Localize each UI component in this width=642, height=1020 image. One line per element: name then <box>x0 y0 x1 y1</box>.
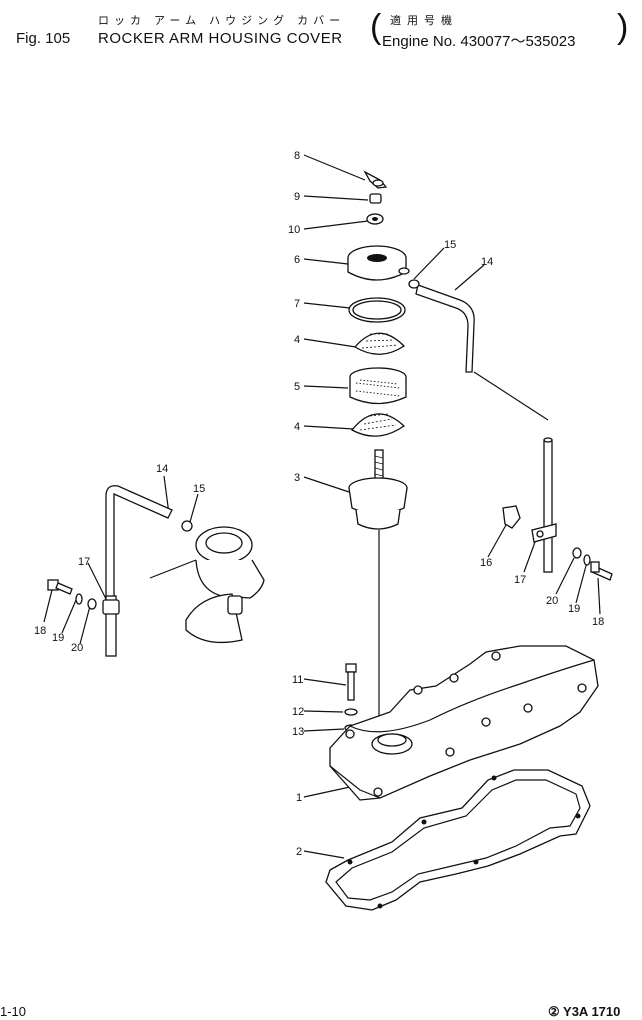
washer-part-12 <box>344 708 358 716</box>
bolt-part-18-left <box>47 579 73 595</box>
page-number: 1-10 <box>0 1004 27 1019</box>
callout-4-upper: 4 <box>294 334 300 346</box>
callout-10: 10 <box>288 224 300 236</box>
clamp-part-17-right <box>531 523 557 543</box>
bolt-part-18-right <box>590 561 613 581</box>
cover-gasket-part-2 <box>325 769 591 911</box>
figure-number: Fig. 105 <box>16 30 71 47</box>
gasket-ring-part-7 <box>348 297 406 323</box>
wing-nut-part-8 <box>363 170 388 189</box>
washer-part-19-right <box>583 554 591 566</box>
callout-19-right: 19 <box>568 603 580 615</box>
clamp-part-15-left <box>181 520 193 532</box>
callout-20-right: 20 <box>546 595 558 607</box>
callout-6: 6 <box>294 254 300 266</box>
clamp-part-17-left <box>102 599 120 615</box>
drawing-code: ② Y3A 1710 <box>548 1004 621 1019</box>
japanese-title: ロッカ アーム ハウジング カバー <box>98 15 346 27</box>
screen-element-part-4-lower <box>351 413 406 437</box>
callout-20-left: 20 <box>71 642 83 654</box>
pipe-left <box>105 595 117 657</box>
bolt-part-11 <box>345 663 357 701</box>
washer-part-20-right <box>572 547 582 559</box>
callout-18-right: 18 <box>592 616 604 628</box>
close-paren-glyph: ) <box>617 8 629 46</box>
callout-7: 7 <box>294 298 300 310</box>
screen-element-part-4-upper <box>354 332 406 355</box>
washer-part-19-left <box>75 593 83 605</box>
breather-cap-part-6 <box>347 245 410 281</box>
figure-title: ROCKER ARM HOUSING COVER <box>98 30 343 47</box>
callout-12: 12 <box>292 706 304 718</box>
callout-14-left: 14 <box>156 463 168 475</box>
callout-17-right: 17 <box>514 574 526 586</box>
breather-housing-left <box>185 526 265 644</box>
seal-washer-part-10 <box>366 213 384 225</box>
breather-hose-part-14-left <box>105 485 173 609</box>
callout-15-right: 15 <box>444 239 456 251</box>
open-paren-glyph: ( <box>370 8 382 46</box>
engine-number-range: Engine No. 430077～535023 <box>382 33 576 50</box>
callout-13: 13 <box>292 726 304 738</box>
japanese-applicable-label: 適用号機 <box>390 15 458 27</box>
callout-2: 2 <box>296 846 302 858</box>
callout-19-left: 19 <box>52 632 64 644</box>
breather-body-part-3 <box>348 449 408 530</box>
callout-9: 9 <box>294 191 300 203</box>
breather-hose-part-14-right <box>408 279 475 373</box>
callout-4-lower: 4 <box>294 421 300 433</box>
callout-17-left: 17 <box>78 556 90 568</box>
callout-18-left: 18 <box>34 625 46 637</box>
washer-part-9 <box>369 193 382 204</box>
callout-11: 11 <box>292 674 303 686</box>
leader-lines <box>43 154 601 859</box>
callout-15-left: 15 <box>193 483 205 495</box>
breather-pipe-right <box>543 437 553 573</box>
bracket-part-16 <box>502 505 521 529</box>
rocker-arm-housing-cover-part-1 <box>329 645 599 801</box>
callout-3: 3 <box>294 472 300 484</box>
filter-element-part-5 <box>349 367 407 405</box>
callout-16: 16 <box>480 557 492 569</box>
callout-8: 8 <box>294 150 300 162</box>
callout-1: 1 <box>296 792 302 804</box>
callout-14-right: 14 <box>481 256 493 268</box>
callout-5: 5 <box>294 381 300 393</box>
washer-part-20-left <box>87 598 97 610</box>
